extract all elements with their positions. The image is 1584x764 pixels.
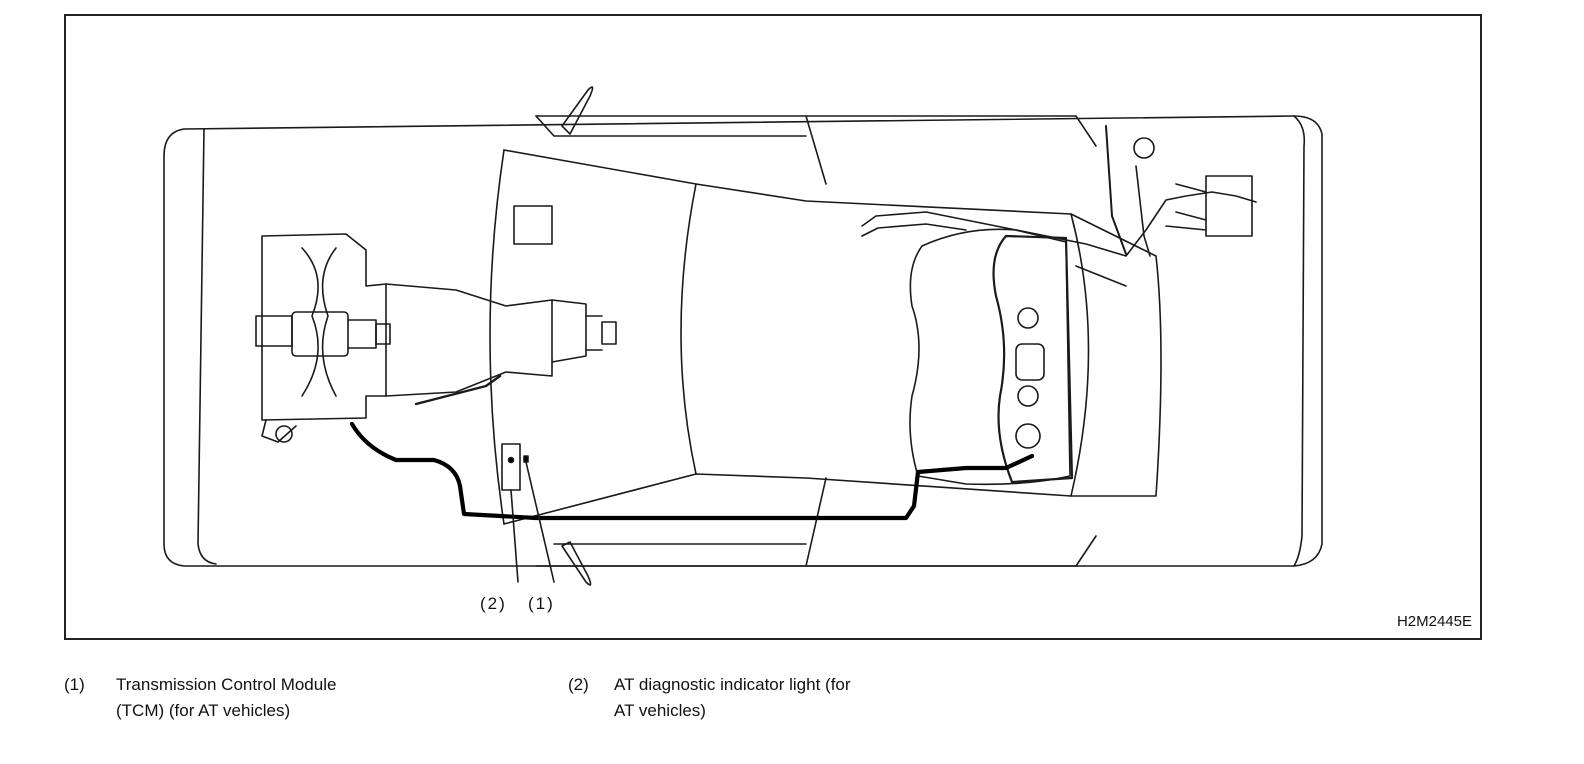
legend-text: Transmission Control Module (TCM) (for A… [116, 672, 446, 724]
mirror-bottom [561, 541, 592, 586]
callout-1: (1) [528, 594, 555, 613]
legend-line: AT vehicles) [614, 701, 706, 720]
diagram-frame: (2) (1) H2M2445E [64, 14, 1482, 640]
indicator-light-box [501, 443, 521, 491]
canister [1205, 175, 1253, 237]
leader-line-2 [510, 489, 519, 583]
legend-line: (TCM) (for AT vehicles) [116, 701, 291, 720]
car-body [163, 86, 1323, 586]
figure-code: H2M2445E [1396, 613, 1472, 630]
legend-number: (1) [64, 675, 85, 694]
panel-square [513, 205, 553, 245]
legend-line: Transmission Control Module [116, 675, 337, 694]
engine-transmission [255, 233, 617, 443]
vehicle-wiring-diagram [163, 86, 1323, 586]
mirror-top [561, 86, 594, 135]
leader-line-1 [525, 461, 555, 583]
legend-line: AT diagnostic indicator light (for [614, 675, 851, 694]
tcm-marker [523, 455, 529, 463]
legend-text: AT diagnostic indicator light (for AT ve… [614, 672, 944, 724]
callout-2: (2) [480, 594, 507, 613]
indicator-light-dot [507, 456, 515, 464]
wiring-harness [349, 421, 1035, 521]
fuel-tank [861, 125, 1257, 486]
legend-number: (2) [568, 675, 589, 694]
